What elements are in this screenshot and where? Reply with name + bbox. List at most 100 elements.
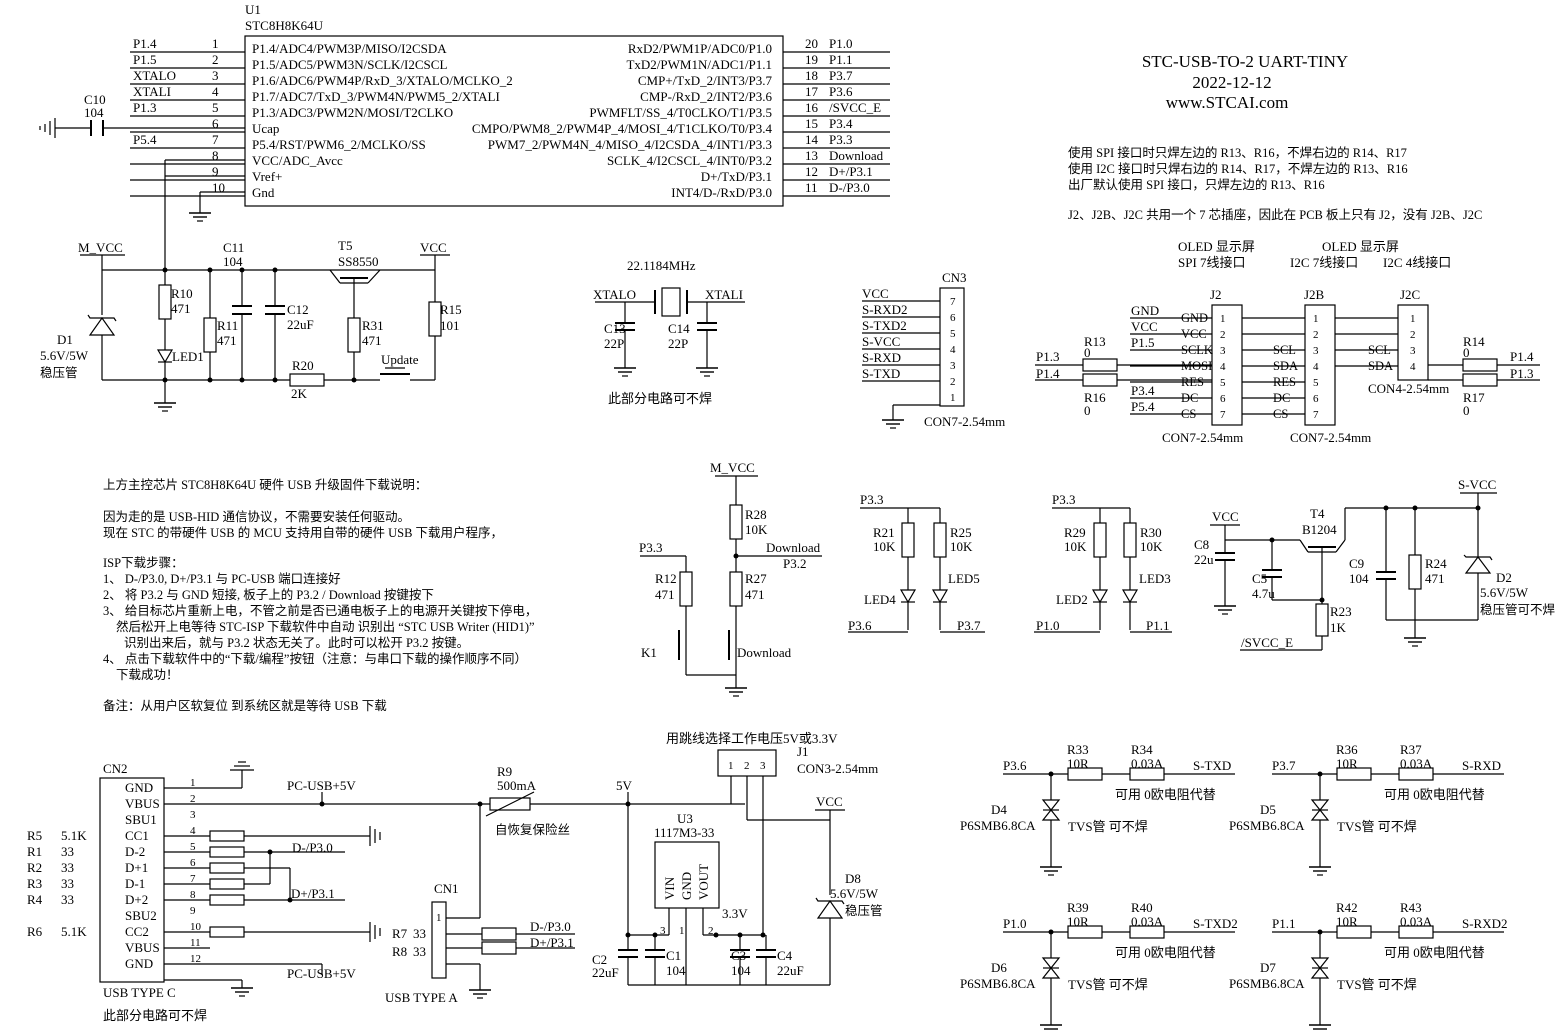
tvs-out-net: S-TXD2 bbox=[1193, 916, 1238, 931]
r12-ref: R12 bbox=[655, 571, 677, 586]
tvs-net: P1.1 bbox=[1272, 916, 1295, 931]
cn3-type: CON7-2.54mm bbox=[924, 414, 1005, 429]
cn3-pin-num: 4 bbox=[950, 344, 956, 356]
c14-ref: C14 bbox=[668, 321, 690, 336]
j2-pin-name: CS bbox=[1181, 407, 1196, 421]
crystal-section: 22.1184MHz XTALO XTALI C13 22P C14 22P 此… bbox=[593, 258, 745, 406]
dl-text-10: 4、 点击下载软件中的“下载/编程”按钮（注意：与串口下载的操作顺序不同） bbox=[103, 651, 527, 666]
cn3-net: S-VCC bbox=[862, 334, 900, 349]
usb-resistor bbox=[209, 862, 245, 874]
usb-res-ref: R1 bbox=[27, 844, 42, 859]
k1-ref: K1 bbox=[641, 645, 657, 660]
r15-ref: R15 bbox=[440, 302, 462, 317]
mcu-net-right: P3.6 bbox=[829, 84, 853, 99]
j2c-pin-num: 3 bbox=[1410, 345, 1416, 357]
r25-ref: R25 bbox=[950, 525, 972, 540]
cn2-pin-name: D+2 bbox=[125, 892, 148, 907]
usb-res-value: 33 bbox=[61, 844, 74, 859]
mcu-net-right: P3.3 bbox=[829, 132, 852, 147]
j2-pin-num: 2 bbox=[1220, 329, 1226, 341]
c2-value: 22uF bbox=[592, 965, 619, 980]
tvs-ra-value: 10R bbox=[1067, 914, 1089, 929]
dl-text-8: 然后松开上电等待 STC-ISP 下载软件中自动 识别出 “STC USB Wr… bbox=[116, 619, 535, 634]
usb-resistor bbox=[209, 926, 245, 938]
mcu-pin-num-left: 9 bbox=[212, 164, 219, 179]
note-3: 出厂默认使用 SPI 接口，只焊左边的 R13、R16 bbox=[1068, 177, 1325, 192]
j2b-ref: J2B bbox=[1304, 287, 1325, 302]
r27-ref: R27 bbox=[745, 571, 767, 586]
tvs-rb-value: 0.03A bbox=[1400, 914, 1433, 929]
j2b-pin-name: CS bbox=[1273, 407, 1288, 421]
cn3-net: S-RXD2 bbox=[862, 302, 908, 317]
cn3-net: S-TXD bbox=[862, 366, 900, 381]
pc5v-label-2: PC-USB+5V bbox=[287, 966, 356, 981]
c13-ref: C13 bbox=[604, 321, 626, 336]
mcu-pin-num-right: 15 bbox=[805, 116, 818, 131]
c9-ref: C9 bbox=[1349, 556, 1364, 571]
tvs-ra-value: 10R bbox=[1067, 756, 1089, 771]
mcu-net-right: P3.7 bbox=[829, 68, 853, 83]
led1-ref: LED1 bbox=[172, 349, 204, 364]
tvs-out-net: S-TXD bbox=[1193, 758, 1231, 773]
dl-text-12: 备注：从用户区软复位 到系统区就是等待 USB 下载 bbox=[103, 698, 387, 713]
c12-value: 22uF bbox=[287, 317, 314, 332]
r11-value: 471 bbox=[217, 333, 237, 348]
r17-ref: R17 bbox=[1463, 390, 1485, 405]
cn3-pin-num: 7 bbox=[950, 296, 956, 308]
r17-value: 0 bbox=[1463, 403, 1470, 418]
d2-ref: D2 bbox=[1496, 570, 1512, 585]
tvs-ra-ref: R42 bbox=[1336, 900, 1358, 915]
j2c-pin-num: 1 bbox=[1410, 313, 1416, 325]
usb-res-value: 5.1K bbox=[61, 828, 87, 843]
r23-ref: R23 bbox=[1330, 604, 1352, 619]
mcu-net-right: D+/P3.1 bbox=[829, 164, 873, 179]
cn2-pin-name: GND bbox=[125, 780, 153, 795]
mcu-pin-name-right: CMP+/TxD_2/INT3/P3.7 bbox=[638, 73, 773, 88]
j2-net-vcc: VCC bbox=[1131, 319, 1158, 334]
cn2-pin-num: 5 bbox=[190, 841, 196, 853]
dl-text-7: 3、 给目标芯片重新上电，不管之前是否已通电板子上的电源开关键按下停电， bbox=[103, 603, 537, 618]
mcu-pin-name-left: Vref+ bbox=[252, 169, 282, 184]
oled-3-iface: I2C 4线接口 bbox=[1383, 255, 1451, 270]
led4-led5-circuit: P3.3 R21 10K R25 10K LED4 LED5 P3.6 P3.7 bbox=[848, 492, 985, 633]
mcu-pin-num-right: 14 bbox=[805, 132, 819, 147]
mcu-pin-name-right: PWMFLT/SS_4/T0CLKO/T1/P3.5 bbox=[589, 105, 772, 120]
mcu-pin-name-right: CMP-/RxD_2/INT2/P3.6 bbox=[640, 89, 772, 104]
cn3-pin-num: 1 bbox=[950, 392, 956, 404]
r20-value: 2K bbox=[291, 386, 308, 401]
cn2-pin-name: D-1 bbox=[125, 876, 145, 891]
j2c-pin-num: 4 bbox=[1410, 361, 1416, 373]
v33-label: 3.3V bbox=[722, 906, 748, 921]
r30-value: 10K bbox=[1140, 539, 1163, 554]
j2b-pin-num: 4 bbox=[1313, 361, 1319, 373]
tvs-rb-value: 0.03A bbox=[1131, 914, 1164, 929]
usb-resistor bbox=[209, 846, 245, 858]
tvs-ra-ref: R39 bbox=[1067, 900, 1089, 915]
cn3-pin-num: 5 bbox=[950, 328, 956, 340]
mcu-pin-num-left: 7 bbox=[212, 132, 219, 147]
dl-p33: P3.3 bbox=[639, 540, 662, 555]
r28-value: 10K bbox=[745, 522, 768, 537]
dl-text-6: 2、 将 P3.2 与 GND 短接, 板子上的 P3.2 / Download… bbox=[103, 587, 434, 602]
cn3-pin-num: 2 bbox=[950, 376, 956, 388]
tvs-out-net: S-RXD2 bbox=[1462, 916, 1508, 931]
vcc-label-1: VCC bbox=[420, 240, 447, 255]
j2b-pin-name: RES bbox=[1273, 375, 1296, 389]
title-block: STC-USB-TO-2 UART-TINY 2022-12-12 www.ST… bbox=[1142, 52, 1348, 112]
u3-vout: VOUT bbox=[696, 864, 711, 900]
tvs-diode-note: TVS管 可不焊 bbox=[1337, 819, 1417, 834]
j2b-pin-name: SDA bbox=[1273, 359, 1298, 373]
mcu-pin-num-right: 18 bbox=[805, 68, 818, 83]
mcu-net-left: P1.4 bbox=[133, 36, 157, 51]
j2-pin-num: 7 bbox=[1220, 409, 1226, 421]
r8-ref: R8 bbox=[392, 944, 407, 959]
mcu-pin-name-left: P1.7/ADC7/TxD_3/PWM4N/PWM5_2/XTALI bbox=[252, 89, 500, 104]
usb-resistor bbox=[209, 878, 245, 890]
cn2-pin-name: VBUS bbox=[125, 940, 160, 955]
mcu-pin-name-left: Gnd bbox=[252, 185, 275, 200]
r21-ref: R21 bbox=[873, 525, 895, 540]
